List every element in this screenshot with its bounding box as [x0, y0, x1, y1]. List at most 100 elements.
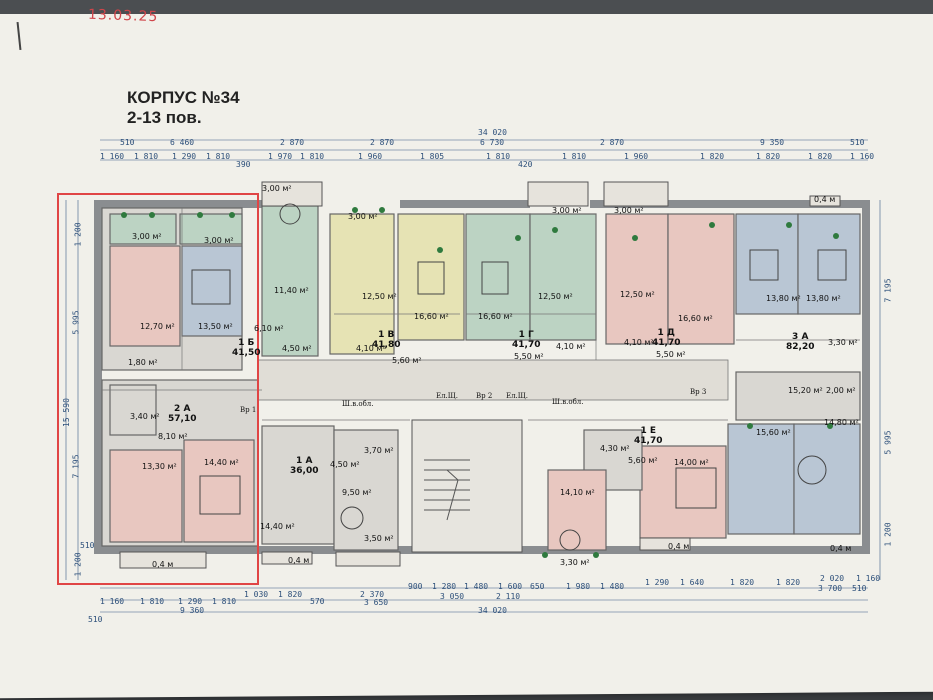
room-area: 13,80 м²	[766, 294, 801, 303]
dim-bottom: 1 810	[212, 597, 237, 606]
dim-bottom-row2: 510	[88, 615, 103, 624]
room-area: 5,60 м²	[628, 456, 658, 465]
dim-top-row2: 1 820	[756, 152, 781, 161]
apartment-1g	[465, 213, 597, 341]
dim-bottom: 1 820	[730, 578, 755, 587]
room-area: 3,40 м²	[130, 412, 160, 421]
dim-top: 2 870	[370, 138, 395, 147]
dim-top-row2: 390	[236, 160, 251, 169]
room-area: 15,60 м²	[756, 428, 791, 437]
room-area: 6,10 м²	[254, 324, 284, 333]
room-area: 3,00 м²	[262, 184, 292, 193]
apartment-1-block	[261, 205, 399, 551]
room-area: 5,60 м²	[392, 356, 422, 365]
dim-bottom: 1 820	[278, 590, 303, 599]
dim-bottom: 650	[530, 582, 545, 591]
room-area: 14,00 м²	[674, 458, 709, 467]
dim-top-row2: 1 820	[700, 152, 725, 161]
room-area: 3,70 м²	[364, 446, 394, 455]
dim-top-row2: 1 810	[300, 152, 325, 161]
dim-bottom: 2 370	[360, 590, 385, 599]
room-area: 12,70 м²	[140, 322, 175, 331]
dim-top: 2 870	[600, 138, 625, 147]
furniture-tables	[191, 203, 847, 551]
apartment-2a	[101, 379, 259, 547]
corridor-label: Ш.в.обл.	[342, 400, 374, 408]
dim-bottom-row2: 3 700	[818, 584, 843, 593]
dim-top-row2: 1 160	[850, 152, 875, 161]
dim-bottom-row2: 3 650	[364, 598, 389, 607]
dim-top: 2 870	[280, 138, 305, 147]
room-area: 16,60 м²	[414, 312, 449, 321]
dim-bottom: 900	[408, 582, 423, 591]
dim-top-row2: 1 960	[358, 152, 383, 161]
corridor-label: Ел.Щ.	[436, 392, 458, 400]
dim-right: 5 995	[883, 430, 893, 455]
floor-range: 2-13 пов.	[127, 108, 202, 127]
room-area: 14,80 м²	[824, 418, 859, 427]
dim-bottom: 1 290	[178, 597, 203, 606]
room-area: 3,30 м²	[560, 558, 590, 567]
dim-bottom: 1 030	[244, 590, 269, 599]
room-area: 4,10 м²	[556, 342, 586, 351]
room-area: 8,10 м²	[158, 432, 188, 441]
dim-bottom: 1 160	[856, 574, 881, 583]
dim-left: 1 200	[73, 552, 83, 577]
dim-bottom-row2: 510	[852, 584, 867, 593]
dim-top: 510	[850, 138, 865, 147]
balcony-label: 0,4 м	[288, 556, 310, 565]
dim-top-total: 34 020	[478, 128, 507, 137]
dim-right: 7 195	[883, 278, 893, 303]
room-area: 3,00 м²	[614, 206, 644, 215]
dim-left: 1 200	[73, 222, 83, 247]
dim-top-row2: 1 970	[268, 152, 293, 161]
room-area: 1,80 м²	[128, 358, 158, 367]
room-area: 12,50 м²	[620, 290, 655, 299]
room-area: 9,50 м²	[342, 488, 372, 497]
corridor-label: Вр 2	[476, 392, 493, 400]
room-area: 16,60 м²	[678, 314, 713, 323]
dim-bottom: 1 480	[600, 582, 625, 591]
dim-top-row2: 1 820	[808, 152, 833, 161]
dim-top: 6 730	[480, 138, 505, 147]
dim-bottom: 1 290	[645, 578, 670, 587]
dim-bottom: 1 810	[140, 597, 165, 606]
dimension-lines	[65, 139, 881, 613]
balcony-label: 0,4 м	[152, 560, 174, 569]
room-area: 12,50 м²	[362, 292, 397, 301]
dim-bottom: 1 280	[432, 582, 457, 591]
highlight-frame	[57, 193, 259, 585]
room-area: 4,30 м²	[600, 444, 630, 453]
dim-top-row2: 1 805	[420, 152, 445, 161]
dim-bottom: 570	[310, 597, 325, 606]
room-area: 14,10 м²	[560, 488, 595, 497]
plants	[121, 207, 839, 558]
room-area: 13,30 м²	[142, 462, 177, 471]
room-area: 13,50 м²	[198, 322, 233, 331]
room-area: 5,50 м²	[514, 352, 544, 361]
dim-bottom: 1 640	[680, 578, 705, 587]
room-area: 4,50 м²	[282, 344, 312, 353]
room-area: 11,40 м²	[274, 286, 309, 295]
dim-top: 6 460	[170, 138, 195, 147]
dim-right: 1 200	[883, 522, 893, 547]
apartment-1v	[329, 213, 465, 355]
room-area: 3,00 м²	[204, 236, 234, 245]
corridor-label: Вр 1	[240, 406, 257, 414]
dim-top-row2: 1 810	[206, 152, 231, 161]
dim-bottom-total: 34 020	[478, 606, 507, 615]
room-area: 15,20 м²	[788, 386, 823, 395]
dim-top-row2: 1 810	[562, 152, 587, 161]
dim-bottom: 1 160	[100, 597, 125, 606]
room-area: 3,00 м²	[348, 212, 378, 221]
room-area: 16,60 м²	[478, 312, 513, 321]
dim-bottom: 2 020	[820, 574, 845, 583]
corridor	[257, 359, 729, 401]
dim-top-row2: 1 160	[100, 152, 125, 161]
